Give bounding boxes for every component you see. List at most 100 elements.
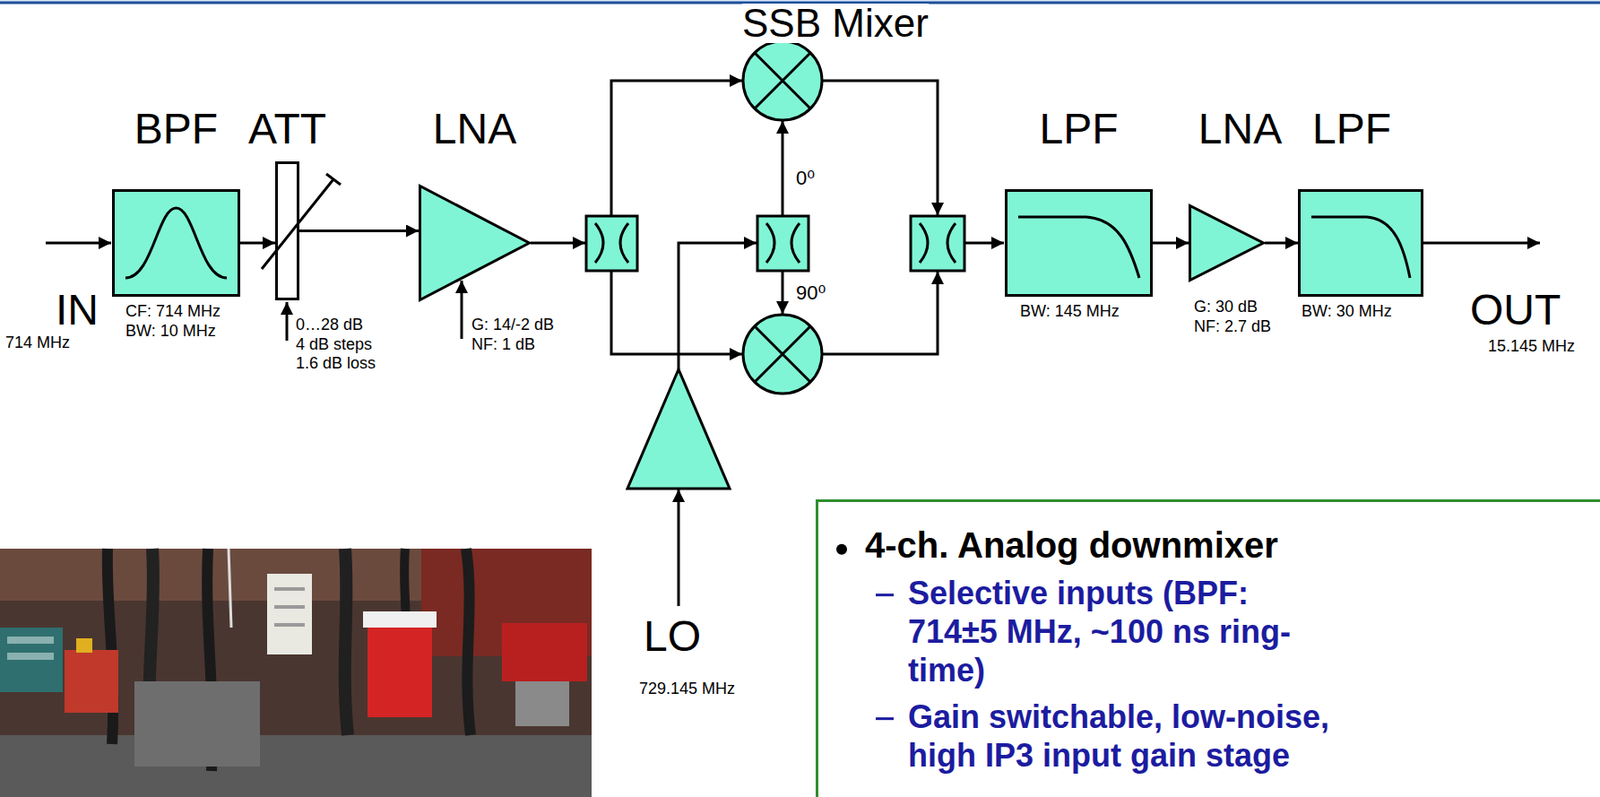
lo-amplifier xyxy=(627,369,730,489)
shape-graphic xyxy=(1007,191,1151,295)
port-label: OUT xyxy=(1470,285,1561,335)
lowpass-curve xyxy=(1311,216,1410,278)
photo-white-box-detail xyxy=(274,587,305,591)
photo-connector xyxy=(7,652,54,660)
block-name: LPF xyxy=(1038,103,1118,154)
signal-wire xyxy=(821,271,938,355)
photo-device xyxy=(76,638,93,653)
control-arrow xyxy=(285,302,289,341)
hybrid-coupler xyxy=(757,216,809,271)
note-item: Gain switchable, low-noise, high IP3 inp… xyxy=(908,697,1343,775)
coupler-line xyxy=(791,223,800,263)
coupler-body xyxy=(757,216,809,271)
coupler-line xyxy=(766,223,775,263)
phase-label: 90⁰ xyxy=(795,281,826,304)
lo-wire xyxy=(781,121,785,217)
frequency-label: 729.145 MHz xyxy=(639,679,736,699)
port-label: LO xyxy=(643,611,701,661)
amplifier-triangle xyxy=(1190,206,1264,281)
photo-circuit-board xyxy=(0,627,63,692)
header-bar xyxy=(0,0,1600,3)
lab-photo xyxy=(0,548,592,797)
mixer-cross xyxy=(754,52,811,109)
photo-cable xyxy=(345,548,348,736)
coupler-body xyxy=(586,216,638,271)
photo-cable xyxy=(228,548,232,628)
mixer-circle xyxy=(743,314,822,394)
signal-connector xyxy=(1264,242,1298,245)
shape-graphic xyxy=(277,164,297,298)
amplifier-spec: G: 14/-2 dB NF: 1 dB xyxy=(471,315,572,355)
signal-connector xyxy=(299,229,419,233)
filter-spec: CF: 714 MHz BW: 10 MHz xyxy=(125,302,229,341)
variable-tick xyxy=(326,173,341,185)
lo-input-wire xyxy=(677,489,681,606)
mixer-symbol xyxy=(743,314,822,394)
signal-wire xyxy=(821,80,938,216)
coupler-line xyxy=(919,223,928,263)
mixer-circle xyxy=(743,41,822,121)
bullet-dash xyxy=(875,717,894,720)
bandpass-filter: BPFCF: 714 MHz BW: 10 MHz xyxy=(112,189,241,297)
photo-white-box-detail xyxy=(274,622,305,627)
mixer-cross xyxy=(754,326,811,382)
coupler-line xyxy=(595,223,604,263)
block-name: ATT xyxy=(248,103,327,154)
shape-graphic xyxy=(1300,191,1421,295)
block-name: BPF xyxy=(134,103,218,154)
variable-slash xyxy=(261,179,334,269)
photo-red-block-top xyxy=(363,611,437,628)
photo-white-box xyxy=(267,573,312,655)
photo-floor xyxy=(0,735,592,797)
photo-rack xyxy=(134,681,260,767)
phase-label: 0⁰ xyxy=(795,166,815,190)
coupler-line xyxy=(620,223,629,263)
photo-white-box-detail xyxy=(274,605,305,609)
amplifier-triangle xyxy=(420,186,530,301)
output-wire xyxy=(1423,242,1540,245)
block-name: LNA xyxy=(432,103,517,154)
block-name: LNA xyxy=(1198,103,1282,154)
attenuator-spec: 0…28 dB 4 dB steps 1.6 dB loss xyxy=(295,315,377,374)
control-arrow xyxy=(460,280,464,339)
photo-device xyxy=(501,622,588,682)
filter-spec: BW: 30 MHz xyxy=(1301,302,1393,322)
hybrid-coupler xyxy=(910,216,965,271)
photo-background xyxy=(0,548,592,797)
lowpass-filter: LPFBW: 30 MHz xyxy=(1297,189,1424,297)
photo-connector xyxy=(7,636,54,644)
group-title: SSB Mixer xyxy=(742,3,929,44)
signal-wire xyxy=(530,242,586,245)
note-title: 4-ch. Analog downmixer xyxy=(864,523,1279,567)
coupler-body xyxy=(910,216,965,271)
signal-connector xyxy=(240,242,276,245)
filter-spec: BW: 145 MHz xyxy=(1020,302,1120,322)
amplifier: LNAG: 30 dB NF: 2.7 dB xyxy=(1188,204,1265,282)
lowpass-curve xyxy=(1018,216,1140,278)
amplifier: LNAG: 14/-2 dB NF: 1 dB xyxy=(418,184,531,302)
lo-wire xyxy=(781,270,785,314)
mixer-symbol xyxy=(743,41,822,121)
photo-device xyxy=(515,681,570,727)
bullet-dot xyxy=(836,544,848,555)
signal-connector xyxy=(1152,242,1189,245)
attenuator: ATT0…28 dB 4 dB steps 1.6 dB loss xyxy=(275,161,300,301)
bullet-dash xyxy=(875,593,894,597)
signal-wire xyxy=(611,270,743,355)
port-label: IN xyxy=(55,285,99,335)
photo-cable xyxy=(107,548,113,744)
shape-graphic xyxy=(1188,204,1265,282)
photo-cable xyxy=(466,548,471,736)
photo-red-block xyxy=(367,627,433,718)
coupler-line xyxy=(947,223,956,263)
signal-wire xyxy=(964,242,1004,245)
note-item: Selective inputs (BPF: 714±5 MHz, ~100 n… xyxy=(908,573,1343,691)
frequency-label: 15.145 MHz xyxy=(1487,337,1575,356)
lowpass-filter: LPFBW: 145 MHz xyxy=(1004,189,1153,297)
signal-wire xyxy=(611,80,743,217)
note-box: 4-ch. Analog downmixerSelective inputs (… xyxy=(815,499,1600,797)
shape-graphic xyxy=(114,191,238,295)
